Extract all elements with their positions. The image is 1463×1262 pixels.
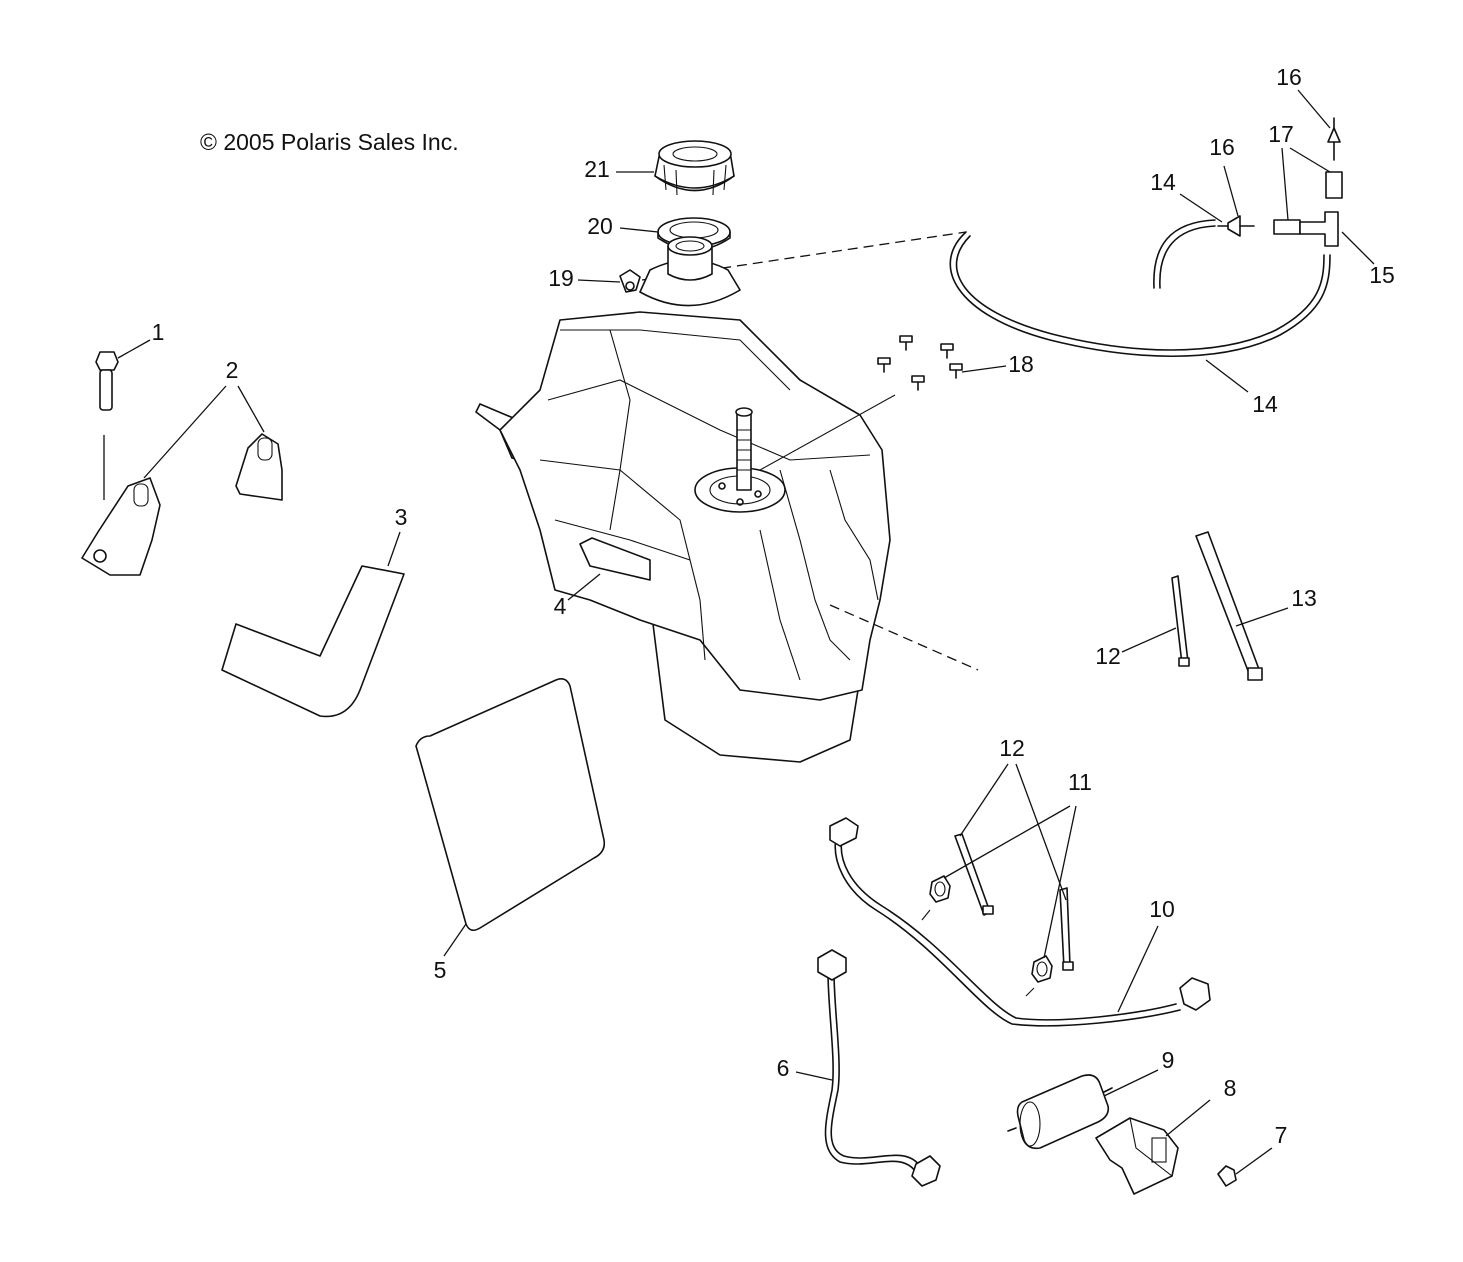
callout-19: 19 [548,265,574,291]
callout-17: 17 [1268,121,1294,147]
part-mount-brackets [81,433,283,576]
callout-15: 15 [1369,262,1395,288]
part-elbow-pad [221,565,405,718]
callout-16-top: 16 [1276,64,1302,90]
callout-11: 11 [1068,769,1092,795]
callout-21: 21 [584,156,610,182]
part-fuel-line-6 [817,949,941,1187]
part-foam-pad [415,678,606,932]
callout-1: 1 [152,319,165,345]
part-fuel-line-10 [829,817,1211,1027]
callout-5: 5 [434,957,447,983]
callout-2: 2 [226,357,239,383]
copyright-text: © 2005 Polaris Sales Inc. [200,129,459,155]
callout-numbers: 1 2 3 4 5 6 7 8 9 10 11 12 12 13 14 14 1… [152,64,1395,1148]
part-vent-hose [949,219,1331,358]
part-tee-fitting [1299,211,1339,247]
callout-18: 18 [1008,351,1034,377]
callout-8: 8 [1224,1075,1237,1101]
callout-9: 9 [1162,1047,1175,1073]
part-bolt [95,351,119,500]
callout-leaders [117,89,1375,1175]
part-fuel-tank [475,236,896,763]
callout-14-lower: 14 [1252,391,1278,417]
tank-dashed-leader [829,604,979,671]
part-fuel-filter [1007,1074,1113,1150]
callout-16-mid: 16 [1209,134,1235,160]
part-fuel-cap [654,140,735,196]
callout-6: 6 [777,1055,790,1081]
callout-3: 3 [395,504,408,530]
callout-4: 4 [554,593,567,619]
part-vent-fitting [619,269,641,293]
part-check-valves [1217,117,1341,237]
part-rivet [1217,1165,1237,1187]
part-filter-clamp [1095,1117,1179,1195]
part-screws [877,335,963,391]
callout-12-lower: 12 [999,735,1025,761]
callout-12-upper: 12 [1095,643,1121,669]
callout-10: 10 [1149,896,1175,922]
callout-20: 20 [587,213,613,239]
part-grommets [921,875,1053,997]
part-hose-segments [1273,171,1343,235]
callout-14-upper: 14 [1150,169,1176,195]
callout-7: 7 [1275,1122,1288,1148]
part-straps [954,531,1263,971]
callout-13: 13 [1291,585,1317,611]
